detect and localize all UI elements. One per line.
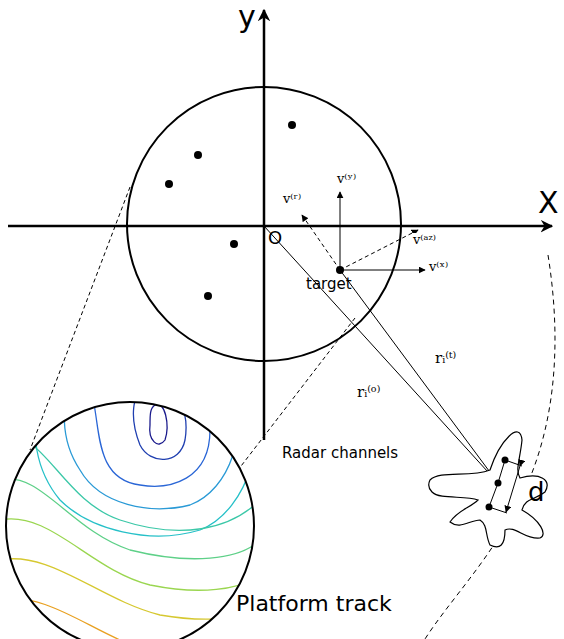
vector-label: v⁽ʳ⁾	[282, 192, 302, 206]
range-label: rᵢ⁽ᵗ⁾	[434, 350, 457, 367]
vector-label: v⁽ˣ⁾	[428, 260, 449, 274]
vector-label: v⁽ᵃᶻ⁾	[412, 233, 437, 247]
range-label: rᵢ⁽ᵒ⁾	[356, 384, 381, 401]
vector-label: v⁽ʸ⁾	[336, 172, 357, 186]
channels-label: Radar channels	[282, 445, 398, 462]
track-label: Platform track	[236, 592, 392, 616]
axis-label: X	[538, 186, 559, 219]
axis-label: y	[238, 0, 256, 33]
origin-label: O	[268, 228, 282, 248]
dimension-label: d	[528, 478, 545, 507]
target-label: target	[306, 276, 352, 293]
